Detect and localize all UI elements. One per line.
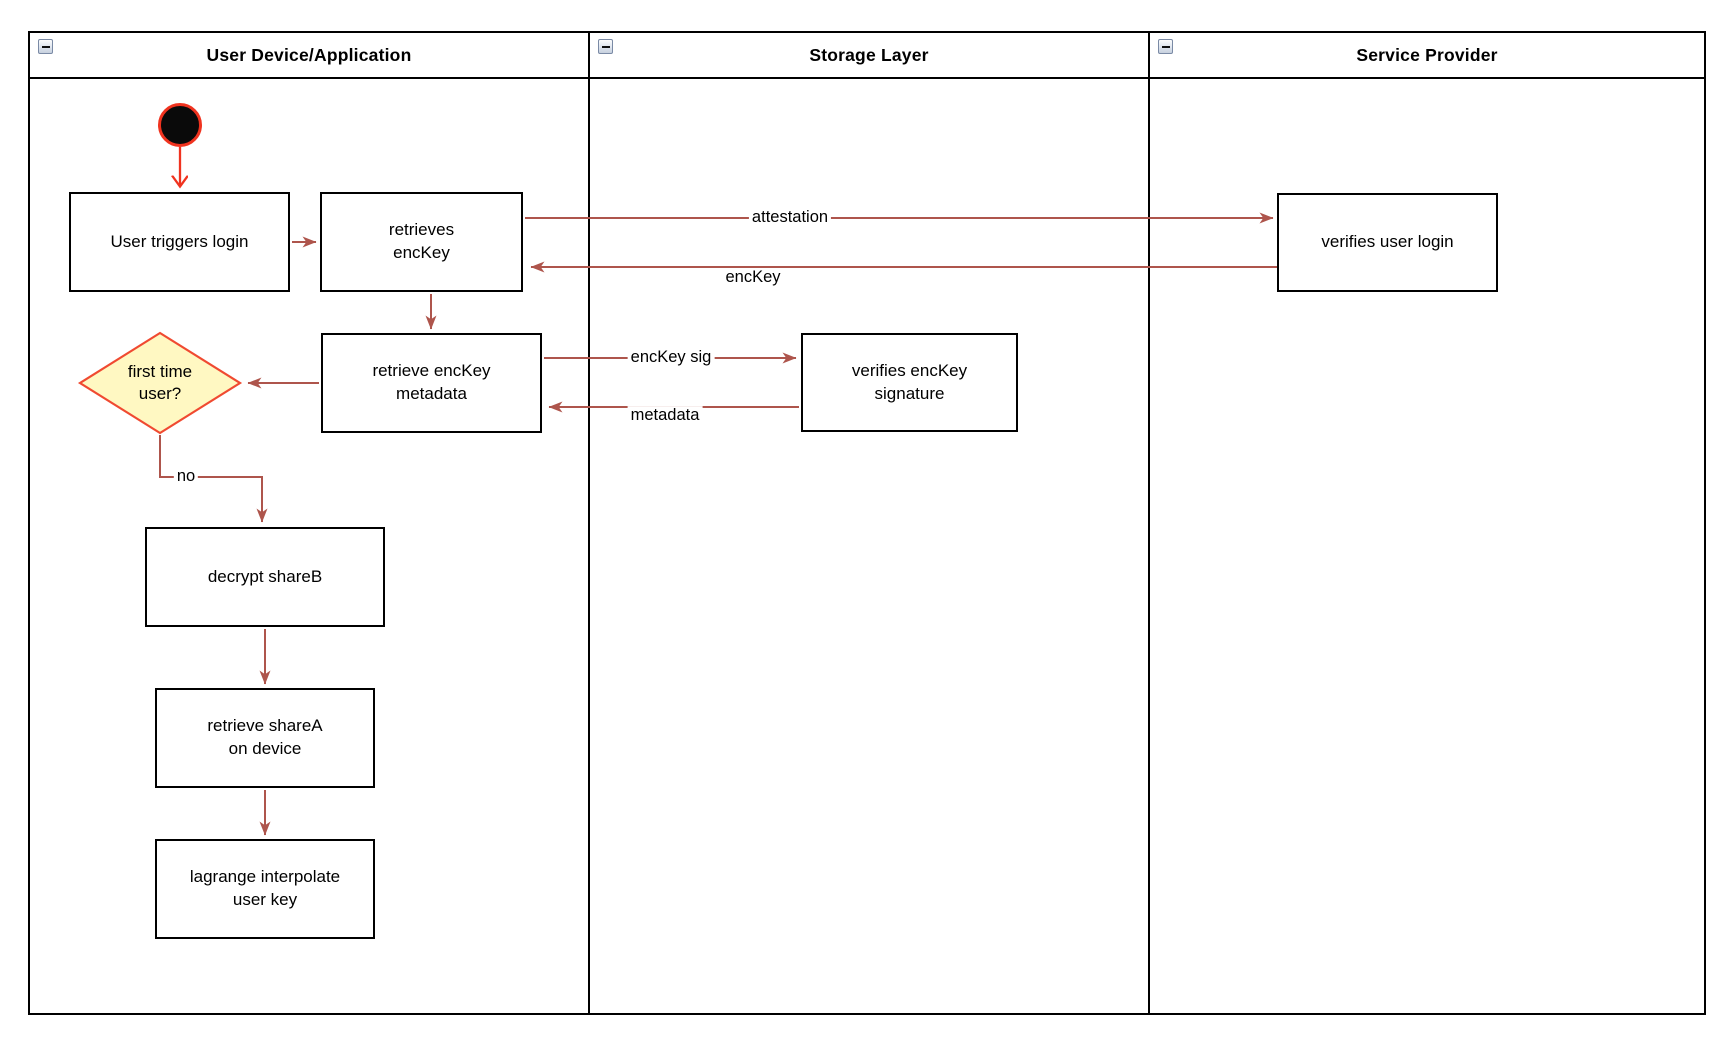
- edge-label-attestation: attestation: [748, 208, 832, 228]
- lane-title: Storage Layer: [809, 44, 929, 65]
- lane-service-provider: Service Provider: [1150, 33, 1704, 1013]
- node-label: decrypt shareB: [207, 566, 323, 586]
- node-decrypt-shareb[interactable]: decrypt shareB: [145, 527, 385, 627]
- minus-glyph: [601, 45, 610, 48]
- lane-header-service-provider[interactable]: Service Provider: [1150, 33, 1704, 79]
- swimlane-pool: User Device/Application Storage Layer Se…: [28, 31, 1706, 1015]
- lane-title: User Device/Application: [206, 44, 412, 65]
- node-verifies-user-login[interactable]: verifies user login: [1277, 193, 1498, 292]
- minus-glyph: [1161, 45, 1170, 48]
- node-label: User triggers login: [110, 231, 249, 251]
- start-node-icon[interactable]: [158, 103, 202, 147]
- node-label: lagrange interpolate user key: [189, 867, 341, 909]
- edge-label-metadata: metadata: [627, 406, 703, 426]
- node-lagrange-interpolate-user-key[interactable]: lagrange interpolate user key: [155, 839, 375, 939]
- node-label: verifies encKey signature: [851, 360, 968, 403]
- edge-label-no: no: [173, 467, 199, 487]
- lane-header-user-device-application[interactable]: User Device/Application: [30, 33, 588, 79]
- node-label: retrieve encKey metadata: [372, 361, 491, 403]
- node-retrieves-enckey[interactable]: retrieves encKey: [320, 192, 523, 292]
- node-verifies-enckey-signature[interactable]: verifies encKey signature: [801, 333, 1018, 432]
- lane-title: Service Provider: [1356, 44, 1498, 65]
- decision-first-time-user[interactable]: first time user?: [127, 361, 193, 403]
- collapse-minus-icon[interactable]: [38, 39, 53, 54]
- lane-storage-layer: Storage Layer: [590, 33, 1150, 1013]
- collapse-minus-icon[interactable]: [598, 39, 613, 54]
- minus-glyph: [41, 45, 50, 48]
- edge-label-enckey-sig: encKey sig: [627, 348, 715, 368]
- node-retrieve-sharea-on-device[interactable]: retrieve shareA on device: [155, 688, 375, 788]
- collapse-minus-icon[interactable]: [1158, 39, 1173, 54]
- node-label: retrieve shareA on device: [207, 716, 323, 758]
- node-label: verifies user login: [1321, 232, 1454, 252]
- node-label: retrieves encKey: [388, 220, 455, 262]
- node-retrieve-enckey-metadata[interactable]: retrieve encKey metadata: [321, 333, 542, 433]
- node-user-triggers-login[interactable]: User triggers login: [69, 192, 290, 292]
- edge-label-enckey: encKey: [722, 268, 784, 288]
- lane-user-device-application: User Device/Application: [30, 33, 590, 1013]
- lane-header-storage-layer[interactable]: Storage Layer: [590, 33, 1148, 79]
